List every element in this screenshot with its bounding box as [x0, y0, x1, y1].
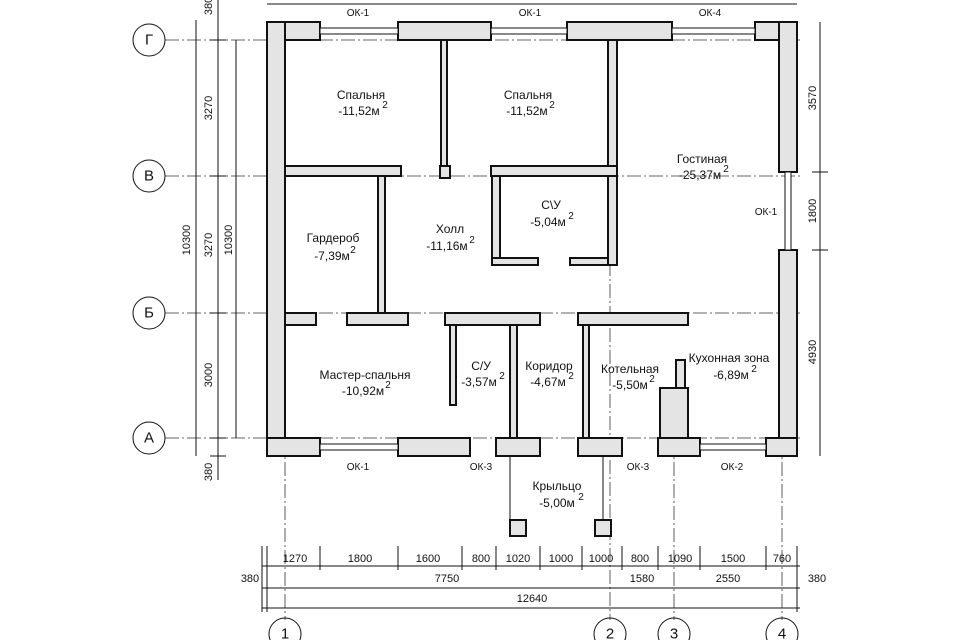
axis-label-3: 3	[670, 626, 678, 640]
axis-label-b: Б	[144, 305, 154, 322]
dim-left-2: 3270	[203, 233, 215, 257]
room-area: -5,04м	[530, 215, 566, 229]
room-area: -5,00м	[539, 496, 575, 510]
dim-total: 12640	[517, 593, 548, 605]
axis-bubbles-rows: Г В Б А	[132, 23, 166, 455]
dim-row2-3: 1580	[630, 573, 654, 585]
dim-left-top: 380	[203, 0, 215, 15]
bottom-dimensions: 1270 1800 1600 800 1020 1000 1000 800 10…	[241, 546, 826, 612]
room-area: -10,92м	[342, 384, 384, 398]
room-area-sup: 2	[568, 371, 574, 382]
window-labels: ОК-1 ОК-1 ОК-4 ОК-1 ОК-1 ОК-3 ОК-3 ОК-2	[347, 8, 778, 473]
dim-bottom-4: 800	[472, 553, 490, 565]
dim-right-1: 3570	[807, 86, 819, 110]
axis-label-g: Г	[145, 32, 153, 49]
room-name: Кухонная зона	[689, 351, 770, 365]
right-dimensions: 3570 1800 4930	[807, 22, 828, 456]
room-name: Холл	[436, 222, 464, 236]
dim-bottom-10: 1500	[721, 553, 745, 565]
interior-walls	[284, 39, 689, 439]
window-tag: ОК-1	[347, 462, 370, 473]
room-area-sup: 2	[723, 164, 729, 175]
dim-left-4: 380	[203, 463, 215, 481]
dim-left-axes: 10300	[223, 225, 235, 256]
room-area-sup: 2	[578, 492, 584, 503]
room-name: Котельная	[601, 362, 659, 376]
window-tag: ОК-3	[470, 462, 493, 473]
dim-row2-4: 2550	[716, 573, 740, 585]
windows	[319, 27, 792, 451]
dim-bottom-6: 1000	[549, 553, 573, 565]
room-area-sup: 2	[499, 371, 505, 382]
room-area: -4,67м	[530, 375, 566, 389]
axis-label-a: А	[144, 430, 154, 447]
room-name: Крыльцо	[533, 479, 582, 493]
room-name: Гостиная	[677, 152, 727, 166]
room-area-sup: 2	[350, 245, 356, 256]
room-area: -3,57м	[461, 375, 497, 389]
window-tag: ОК-3	[627, 462, 650, 473]
room-area: -7,39м	[314, 249, 350, 263]
dim-row2-5: 380	[808, 573, 826, 585]
room-area: -5,50м	[612, 378, 648, 392]
room-name: С/У	[471, 359, 491, 373]
window-tag: ОК-1	[755, 207, 778, 218]
window-tag: ОК-1	[347, 8, 370, 19]
axis-lines	[165, 39, 800, 620]
dim-bottom-1: 1270	[283, 553, 307, 565]
dim-bottom-11: 760	[773, 553, 791, 565]
dim-bottom-5: 1020	[506, 553, 530, 565]
room-area: -11,52м	[506, 104, 547, 118]
axis-label-v: В	[144, 168, 154, 185]
room-area: -11,52м	[338, 104, 379, 118]
left-dimensions: 3270 3270 3000 380 380 10300 10300	[181, 0, 237, 481]
room-labels: Спальня -11,52м 2 Спальня -11,52м 2 Гост…	[307, 88, 770, 510]
room-name: Гардероб	[307, 231, 360, 245]
dim-right-2: 1800	[807, 199, 819, 223]
dim-row2-2: 7750	[435, 573, 459, 585]
room-name: Мастер-спальня	[319, 368, 410, 382]
dim-left-3: 3000	[203, 363, 215, 387]
room-name: Коридор	[525, 359, 573, 373]
room-name: С\У	[541, 198, 561, 212]
dim-bottom-8: 800	[631, 553, 649, 565]
dim-bottom-9: 1090	[668, 553, 692, 565]
dim-right-3: 4930	[807, 340, 819, 364]
window-tag: ОК-4	[699, 8, 722, 19]
dim-bottom-7: 1000	[589, 553, 613, 565]
room-name: Спальня	[504, 88, 552, 102]
dim-left-1: 3270	[203, 96, 215, 120]
room-area-sup: 2	[649, 374, 655, 385]
room-area-sup: 2	[568, 211, 574, 222]
dim-bottom-2: 1800	[348, 553, 372, 565]
room-area: -11,16м	[426, 239, 467, 253]
room-area-sup: 2	[549, 100, 555, 111]
room-area-sup: 2	[469, 235, 475, 246]
dim-bottom-3: 1600	[416, 553, 440, 565]
axis-label-4: 4	[778, 626, 786, 640]
axis-bubbles-cols: 1 2 3 4	[268, 617, 799, 640]
room-area: -25,37м	[679, 168, 721, 182]
room-area-sup: 2	[751, 364, 757, 375]
room-name: Спальня	[337, 88, 385, 102]
porch	[509, 456, 612, 537]
room-area: -6,89м	[713, 368, 749, 382]
axis-label-2: 2	[606, 626, 614, 640]
dim-left-total: 10300	[181, 225, 193, 256]
window-tag: ОК-1	[519, 8, 542, 19]
room-area-sup: 2	[385, 380, 391, 391]
axis-label-1: 1	[281, 626, 289, 640]
window-tag: ОК-2	[721, 462, 744, 473]
dim-row2-1: 380	[241, 573, 259, 585]
room-area-sup: 2	[382, 100, 388, 111]
